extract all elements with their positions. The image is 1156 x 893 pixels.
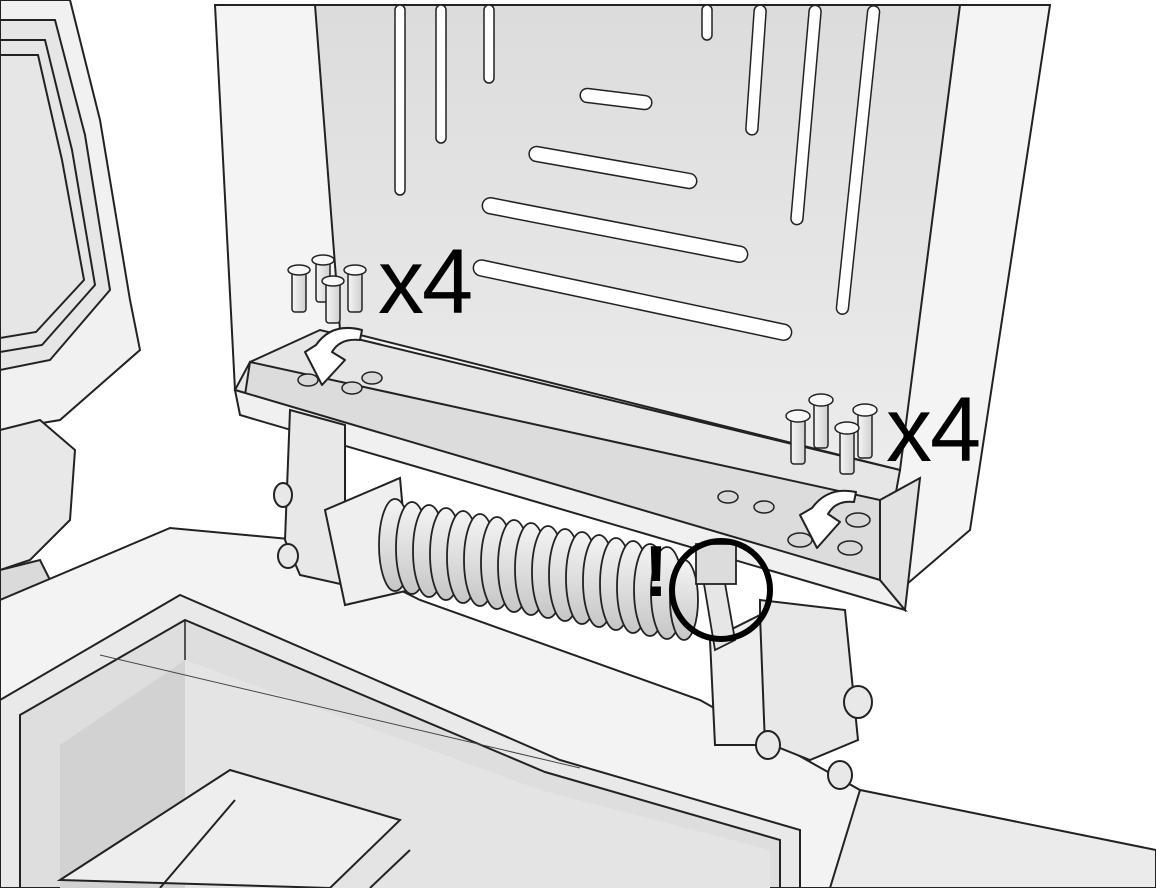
curved-arrow-icon bbox=[799, 489, 857, 549]
hinge-right bbox=[708, 598, 873, 790]
torsion-spring bbox=[378, 498, 737, 652]
warning-mark: ! bbox=[644, 532, 668, 612]
base-body bbox=[0, 526, 1156, 890]
curved-arrow-icon bbox=[304, 326, 363, 386]
quantity-label-right: x4 bbox=[886, 379, 981, 481]
attention-circle-icon bbox=[669, 538, 773, 642]
quantity-label-left: x4 bbox=[378, 231, 473, 333]
screw-icon bbox=[287, 254, 367, 324]
mounting-holes bbox=[297, 371, 871, 556]
screw-icon bbox=[785, 393, 878, 475]
